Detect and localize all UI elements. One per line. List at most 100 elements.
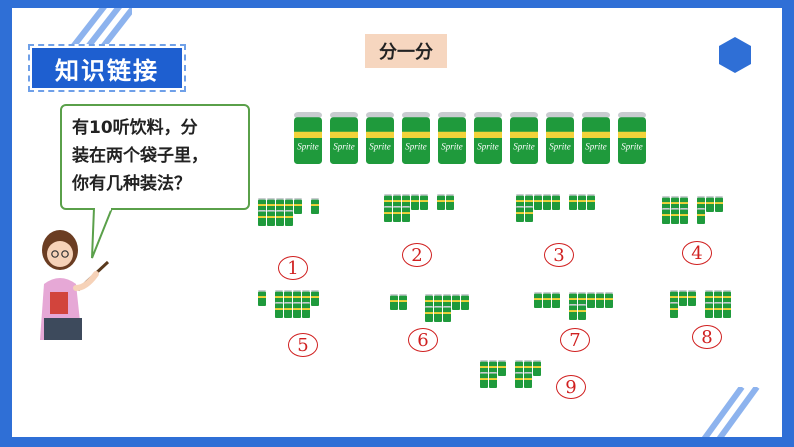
sprite-can	[534, 292, 542, 308]
sprite-can	[311, 290, 319, 306]
can-brand-text: Sprite	[405, 141, 426, 151]
left-bag-cans	[670, 290, 696, 318]
sprite-can	[578, 194, 586, 210]
sprite-can	[311, 198, 319, 214]
option-number: 4	[682, 241, 712, 265]
stripe-decoration-bottom	[701, 387, 760, 437]
sprite-can	[420, 194, 428, 210]
frame-bottom	[0, 437, 794, 447]
option-number: 7	[560, 328, 590, 352]
speech-bubble-tail	[91, 208, 114, 259]
sprite-can	[569, 304, 577, 320]
left-bag-cans	[390, 294, 407, 310]
right-bag-cans	[311, 198, 319, 214]
sprite-can	[258, 290, 266, 306]
sprite-can	[384, 206, 392, 222]
sprite-can	[516, 206, 524, 222]
right-bag-cans	[275, 290, 319, 318]
split-option-8	[670, 290, 732, 320]
left-bag-cans	[662, 196, 688, 224]
split-option-5	[258, 290, 320, 320]
section-title: 知识链接	[32, 48, 182, 88]
option-number: 1	[278, 256, 308, 280]
sprite-can: Sprite	[438, 112, 466, 164]
right-bag-cans	[569, 292, 613, 320]
speech-line-3: 你有几种装法？	[72, 174, 191, 194]
sprite-can	[662, 208, 670, 224]
sprite-can	[569, 194, 577, 210]
sprite-can	[705, 302, 713, 318]
sprite-can	[714, 302, 722, 318]
sprite-can	[605, 292, 613, 308]
sprite-can	[390, 294, 398, 310]
speech-line-2: 装在两个袋子里，	[72, 146, 208, 166]
option-number: 8	[692, 325, 722, 349]
sprite-can	[267, 210, 275, 226]
sprite-can	[452, 294, 460, 310]
frame-right	[782, 0, 794, 447]
sprite-can	[525, 206, 533, 222]
sprite-can	[276, 210, 284, 226]
sprite-can: Sprite	[330, 112, 358, 164]
can-brand-text: Sprite	[441, 141, 462, 151]
sprite-can	[524, 372, 532, 388]
speech-line-1: 有10听饮料，分	[72, 118, 198, 138]
title-frame	[28, 44, 186, 92]
sprite-can	[515, 372, 523, 388]
speech-bubble: 有10听饮料，分 装在两个袋子里， 你有几种装法？	[60, 104, 250, 210]
sprite-can: Sprite	[618, 112, 646, 164]
sprite-can	[680, 208, 688, 224]
sprite-can	[489, 372, 497, 388]
frame-top	[0, 0, 794, 8]
sprite-can	[293, 302, 301, 318]
sprite-can	[578, 304, 586, 320]
can-brand-text: Sprite	[297, 141, 318, 151]
right-bag-cans	[437, 194, 454, 210]
sprite-can: Sprite	[582, 112, 610, 164]
sprite-can	[723, 302, 731, 318]
option-number: 2	[402, 243, 432, 267]
option-number: 3	[544, 243, 574, 267]
sprite-can	[443, 306, 451, 322]
teacher-illustration	[40, 230, 110, 340]
sprite-can	[715, 196, 723, 212]
can-brand-text: Sprite	[333, 141, 354, 151]
sprite-can	[670, 302, 678, 318]
sprite-can	[587, 194, 595, 210]
can-brand-text: Sprite	[513, 141, 534, 151]
sprite-can	[679, 290, 687, 306]
right-bag-cans	[569, 194, 595, 210]
split-option-1	[258, 198, 320, 228]
sprite-can: Sprite	[546, 112, 574, 164]
sprite-can	[688, 290, 696, 306]
sprite-can	[302, 302, 310, 318]
left-bag-cans	[516, 194, 560, 222]
split-option-2	[384, 194, 464, 224]
sprite-can	[258, 210, 266, 226]
sprite-can: Sprite	[510, 112, 538, 164]
can-brand-text: Sprite	[585, 141, 606, 151]
sprite-can	[425, 306, 433, 322]
split-option-3	[516, 194, 596, 224]
sprite-can	[534, 194, 542, 210]
right-bag-cans	[515, 360, 541, 388]
split-option-7	[534, 292, 614, 322]
sprite-can	[393, 206, 401, 222]
sprite-can	[706, 196, 714, 212]
stripe-decoration-top	[71, 8, 132, 44]
can-brand-text: Sprite	[369, 141, 390, 151]
sprite-can: Sprite	[402, 112, 430, 164]
sprite-can	[402, 206, 410, 222]
option-number: 6	[408, 328, 438, 352]
sprite-can	[552, 194, 560, 210]
left-bag-cans	[258, 198, 302, 226]
split-option-9	[480, 360, 542, 390]
sprite-can	[434, 306, 442, 322]
sprite-can	[399, 294, 407, 310]
sprite-can: Sprite	[294, 112, 322, 164]
sprite-can	[275, 302, 283, 318]
sprite-can	[671, 208, 679, 224]
sprite-can: Sprite	[366, 112, 394, 164]
left-bag-cans	[480, 360, 506, 388]
